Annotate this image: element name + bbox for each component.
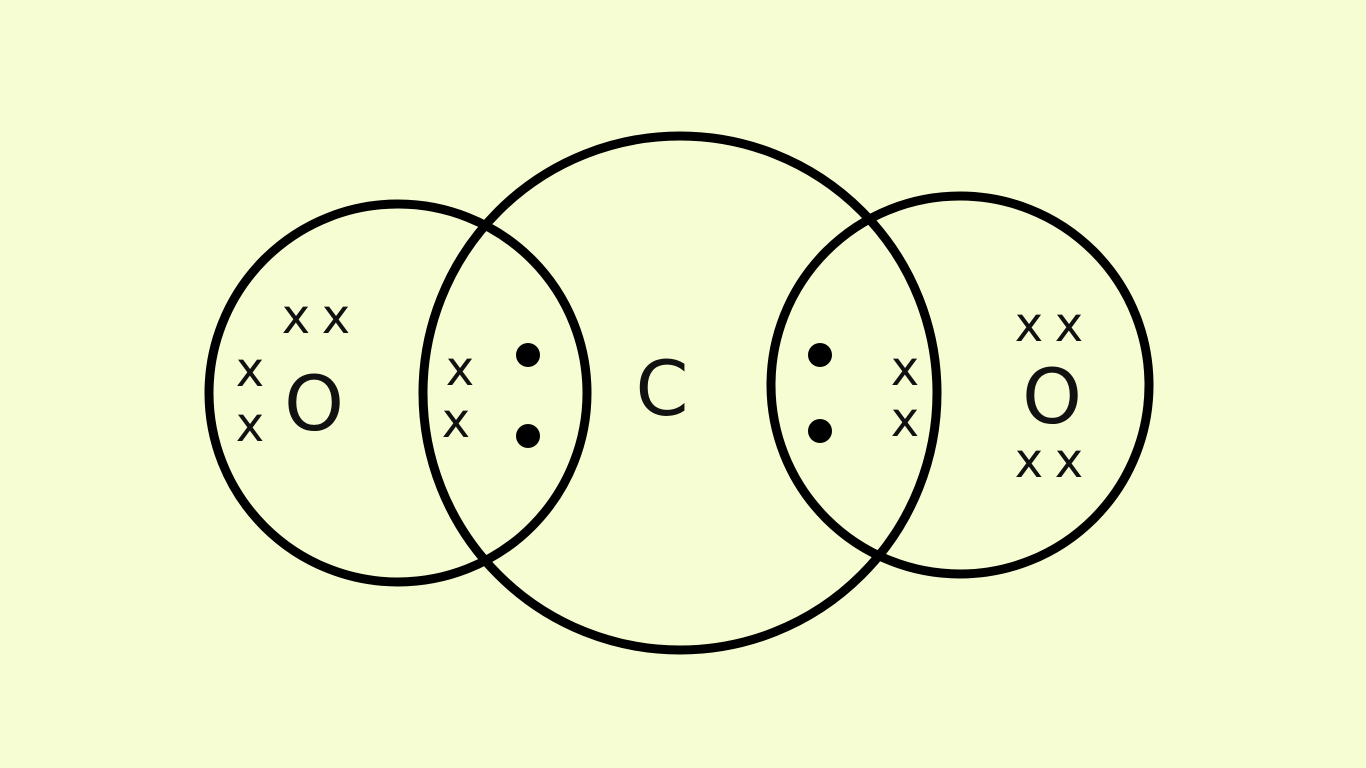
right-bond-electron-cross: x (891, 392, 919, 448)
left-bond-electron-cross: x (446, 341, 474, 397)
left-oxygen-electron-cross: x (236, 397, 264, 453)
left-bond-electron-dot (516, 343, 540, 367)
right-bond-electron-dot (808, 419, 832, 443)
right-oxygen-electron-cross: x (1055, 297, 1083, 353)
left-bond-electron-dot (516, 424, 540, 448)
left-oxygen-electron-cross: x (282, 289, 310, 345)
right-oxygen-electron-cross: x (1055, 433, 1083, 489)
right-bond-electron-cross: x (891, 341, 919, 397)
right-bond-electron-dot (808, 343, 832, 367)
right-oxygen-shell (766, 191, 1154, 579)
right-oxygen-symbol: O (1022, 352, 1082, 441)
left-oxygen-symbol: O (284, 359, 344, 448)
left-oxygen-electron-cross: x (322, 289, 350, 345)
left-oxygen-shell (204, 199, 592, 587)
right-oxygen-electron-cross: x (1015, 433, 1043, 489)
left-oxygen-electron-cross: x (236, 342, 264, 398)
carbon-symbol: C (635, 344, 688, 433)
left-bond-electron-cross: x (442, 393, 470, 449)
carbon-shell (418, 131, 942, 655)
right-oxygen-electron-cross: x (1015, 297, 1043, 353)
